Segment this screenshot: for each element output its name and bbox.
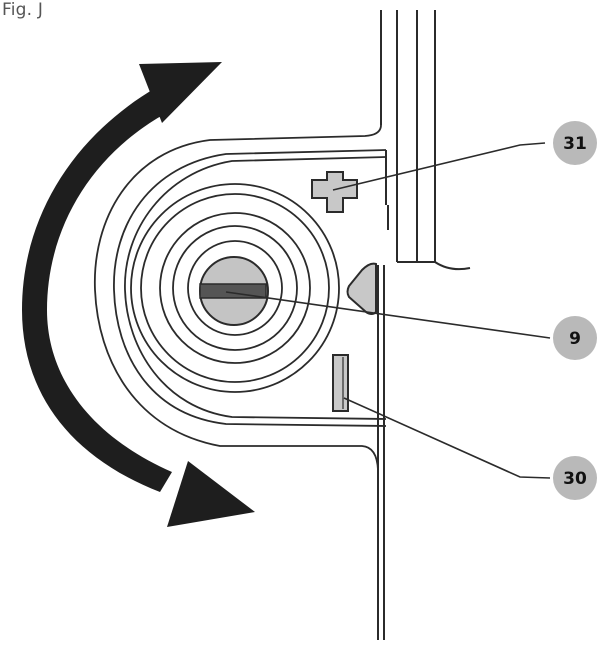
callout-31-label: 31 (563, 134, 587, 154)
callout-9: 9 (553, 316, 597, 360)
housing-outline (94, 124, 387, 471)
figure-label: Fig. J (2, 0, 44, 20)
callout-30-label: 30 (563, 469, 587, 489)
leader-lines (225, 142, 551, 479)
rotation-arrow (22, 62, 255, 527)
triangle-stop (346, 262, 377, 315)
cross-part (311, 171, 358, 213)
frame-edge (377, 10, 471, 640)
arrow-head-bottom (167, 461, 255, 527)
callout-9-label: 9 (569, 329, 581, 349)
concentric-rings (130, 183, 340, 393)
callout-30: 30 (553, 456, 597, 500)
arrow-head-top (139, 62, 222, 123)
callout-31: 31 (553, 121, 597, 165)
rect-part (332, 354, 349, 412)
rotary-knob (199, 256, 269, 326)
